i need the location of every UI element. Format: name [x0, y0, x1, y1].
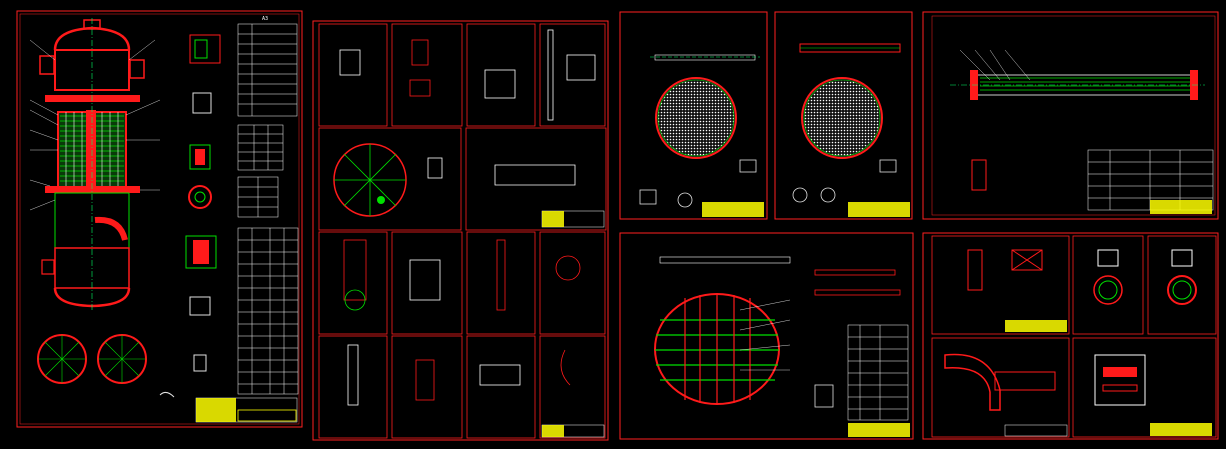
- sheet-frame: [922, 232, 1219, 440]
- sheet-frame: [312, 20, 609, 441]
- baffle-plate-drawing[interactable]: [619, 232, 914, 440]
- fitting-title-blocks: [1004, 320, 1212, 437]
- fitting-sketches: [944, 249, 1197, 411]
- detail-title-blocks: [541, 210, 605, 438]
- vessel-elevation-view: [29, 18, 161, 312]
- main-assembly-sheet[interactable]: [16, 10, 303, 428]
- tube-sheet-drawing-2[interactable]: [774, 11, 913, 220]
- sheet-label: A3: [262, 16, 268, 22]
- sheet-frame: [922, 11, 1219, 220]
- technical-spec-table: [237, 23, 299, 395]
- flange-plan-views: [37, 334, 147, 384]
- sheet-inner-frame: [19, 13, 300, 425]
- tube-bundle-drawing[interactable]: [922, 11, 1219, 220]
- sheet-frame: [619, 232, 914, 440]
- sheet-frame: [619, 11, 768, 220]
- sheet-frame: [16, 10, 303, 428]
- sheet-frame: [774, 11, 913, 220]
- fittings-details-sheet[interactable]: [922, 232, 1219, 440]
- tube-sheet-drawing-1[interactable]: [619, 11, 768, 220]
- tube-layout-circle: [655, 77, 737, 159]
- baffle-plate-plan: [654, 293, 791, 405]
- detail-sketches: [333, 29, 596, 406]
- parts-list-table: [847, 324, 909, 421]
- nozzle-details: [159, 34, 221, 398]
- small-details-sheet-12[interactable]: [312, 20, 609, 441]
- title-block: [195, 397, 298, 423]
